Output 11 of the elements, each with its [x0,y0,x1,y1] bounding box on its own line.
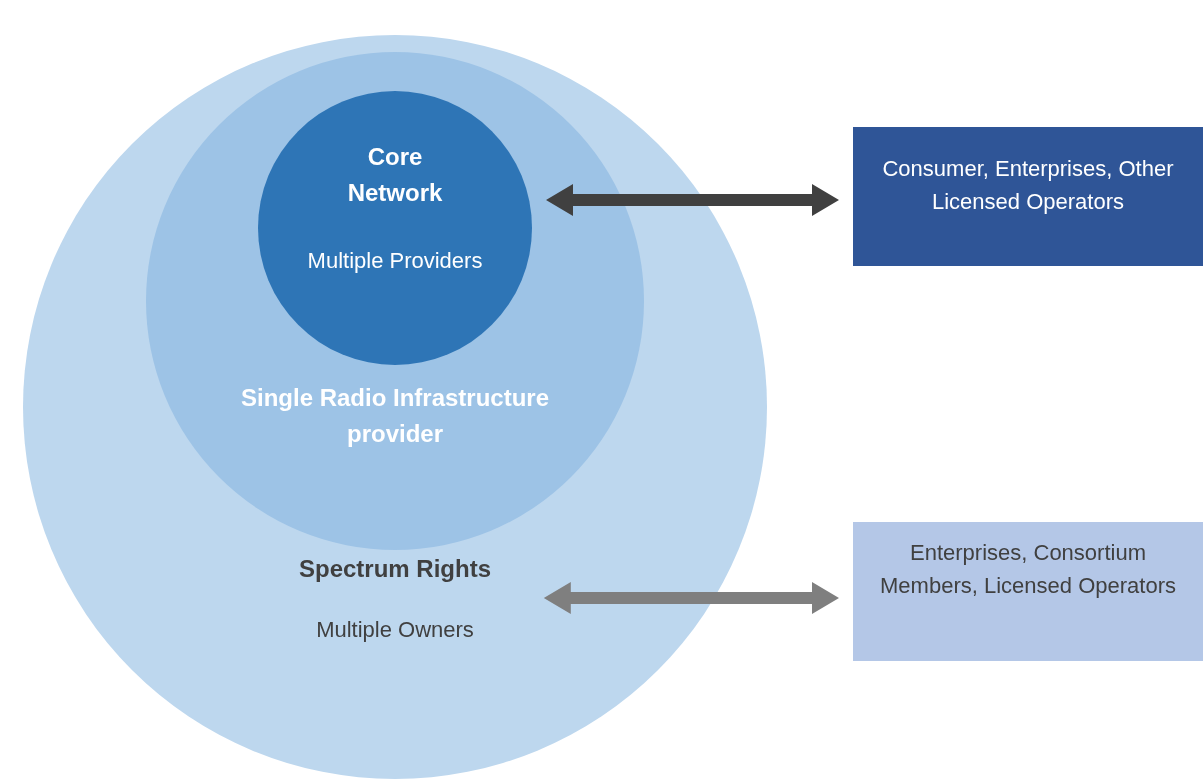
double-arrow [543,582,839,614]
stakeholder-box [853,127,1203,266]
stakeholder-box [853,522,1203,661]
circle-heading: Spectrum Rights [298,554,492,584]
box-text: Enterprises, Consortium Members, Licensed Operators [879,539,1177,600]
double-arrow [546,184,839,216]
circle-text: Multiple Owners [315,616,475,644]
box-text: Consumer, Enterprises, Other Licensed Operators [881,155,1175,216]
circle-text: Multiple Providers [306,247,484,275]
circle-heading: Single Radio Infrastructure provider [239,383,551,449]
circle-heading: Core Network [346,142,444,208]
